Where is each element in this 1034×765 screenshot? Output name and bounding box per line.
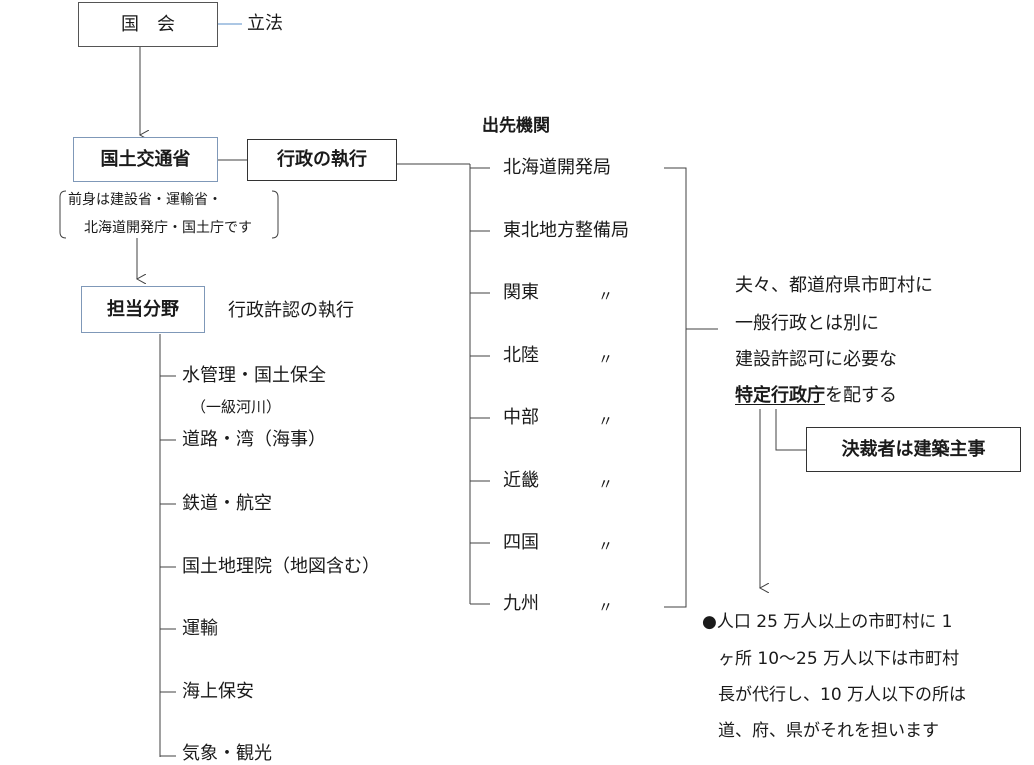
tanto-item-sub: （一級河川） [191,398,282,416]
branch-name: 北陸 [503,345,539,366]
branch-ditto: 〃 [598,598,614,616]
tanto-item: 運輸 [182,618,218,639]
branch-ditto: 〃 [598,412,614,430]
decider-box: 決裁者は建築主事 [806,427,1021,472]
bullet-mark: ● [702,612,717,632]
branch-ditto: 〃 [598,475,614,493]
branch-name: 近畿 [503,470,539,491]
ministry-label: 国土交通省 [100,148,191,170]
branch-name: 九州 [503,593,539,614]
kokkai-label: 国 会 [121,13,175,35]
branch-name: 中部 [503,407,539,428]
tanto-item: 道路・湾（海事） [182,429,326,450]
right-line1: 夫々、都道府県市町村に [735,275,933,296]
branch-ditto: 〃 [598,350,614,368]
tanto-item: 気象・観光 [182,743,272,764]
rippo-label: 立法 [247,13,283,34]
branches-title: 出先機関 [482,116,550,136]
gyosei-box: 行政の執行 [247,139,397,181]
right-line4: 特定行政庁を配する [735,385,897,407]
tanto-box: 担当分野 [81,286,205,333]
note-right-brace [271,190,279,239]
branch-ditto: 〃 [598,287,614,305]
right-line2: 一般行政とは別に [735,313,879,334]
bullet-line2: ヶ所 10～25 万人以下は市町村 [718,649,960,669]
tanto-item: 海上保安 [182,681,254,702]
bullet-line3: 長が代行し、10 万人以下の所は [718,685,967,705]
branch-ditto: 〃 [598,537,614,555]
note-left-brace [59,190,67,239]
branch-name: 四国 [503,532,539,553]
tanto-item: 国土地理院（地図含む） [182,556,380,577]
branch-name: 関東 [503,282,539,303]
branch-name: 東北地方整備局 [503,220,629,241]
tanto-item: 鉄道・航空 [182,493,272,514]
branch-right-bracket [664,167,687,608]
decider-label: 決裁者は建築主事 [841,438,986,460]
right-line3: 建設許認可に必要な [735,349,897,370]
ministry-note-line1: 前身は建設省・運輸省・ [68,192,222,208]
tanto-label: 担当分野 [107,298,179,320]
bullet-line1: ●人口 25 万人以上の市町村に 1 [702,612,953,632]
tokutei-gyoseicho: 特定行政庁 [735,385,825,406]
tanto-subtitle: 行政許認の執行 [228,300,354,321]
tanto-item: 水管理・国土保全 [182,365,326,386]
gyosei-label: 行政の執行 [277,149,367,170]
ministry-box: 国土交通省 [73,137,218,182]
right-line4-rest: を配する [825,385,897,406]
decider-connector [775,409,806,451]
ministry-note-line2: 北海道開発庁・国土庁です [84,220,252,236]
bullet-line4: 道、府、県がそれを担います [718,721,939,741]
kokkai-box: 国 会 [78,2,218,47]
branch-name: 北海道開発局 [503,157,611,178]
